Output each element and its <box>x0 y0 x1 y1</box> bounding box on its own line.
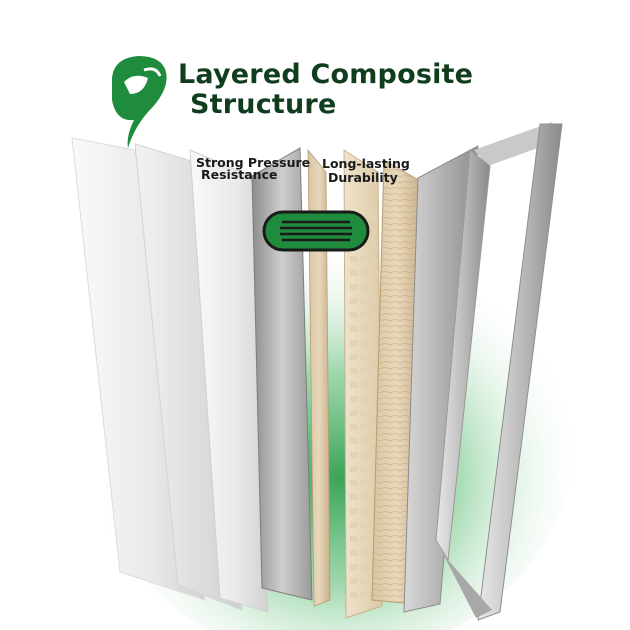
feature-label-durability-line-1: Long-lasting <box>322 156 410 171</box>
grey-layer <box>251 147 313 601</box>
feature-label-pressure-line-1: Strong Pressure <box>196 155 311 170</box>
feature-label-pressure-line-2: Resistance <box>201 167 278 182</box>
page-title-line-2: Structure <box>190 89 337 120</box>
white-layer-3 <box>189 149 269 613</box>
right-grey-layer <box>403 145 479 613</box>
green-leaf-logo-icon <box>112 56 167 148</box>
layers-badge-icon <box>262 210 370 252</box>
tan-thin-layer <box>307 148 331 607</box>
metal-frame <box>435 122 563 621</box>
feature-label-durability-line-2: Durability <box>328 170 398 185</box>
page-title-line-1: Layered Composite <box>178 59 474 90</box>
